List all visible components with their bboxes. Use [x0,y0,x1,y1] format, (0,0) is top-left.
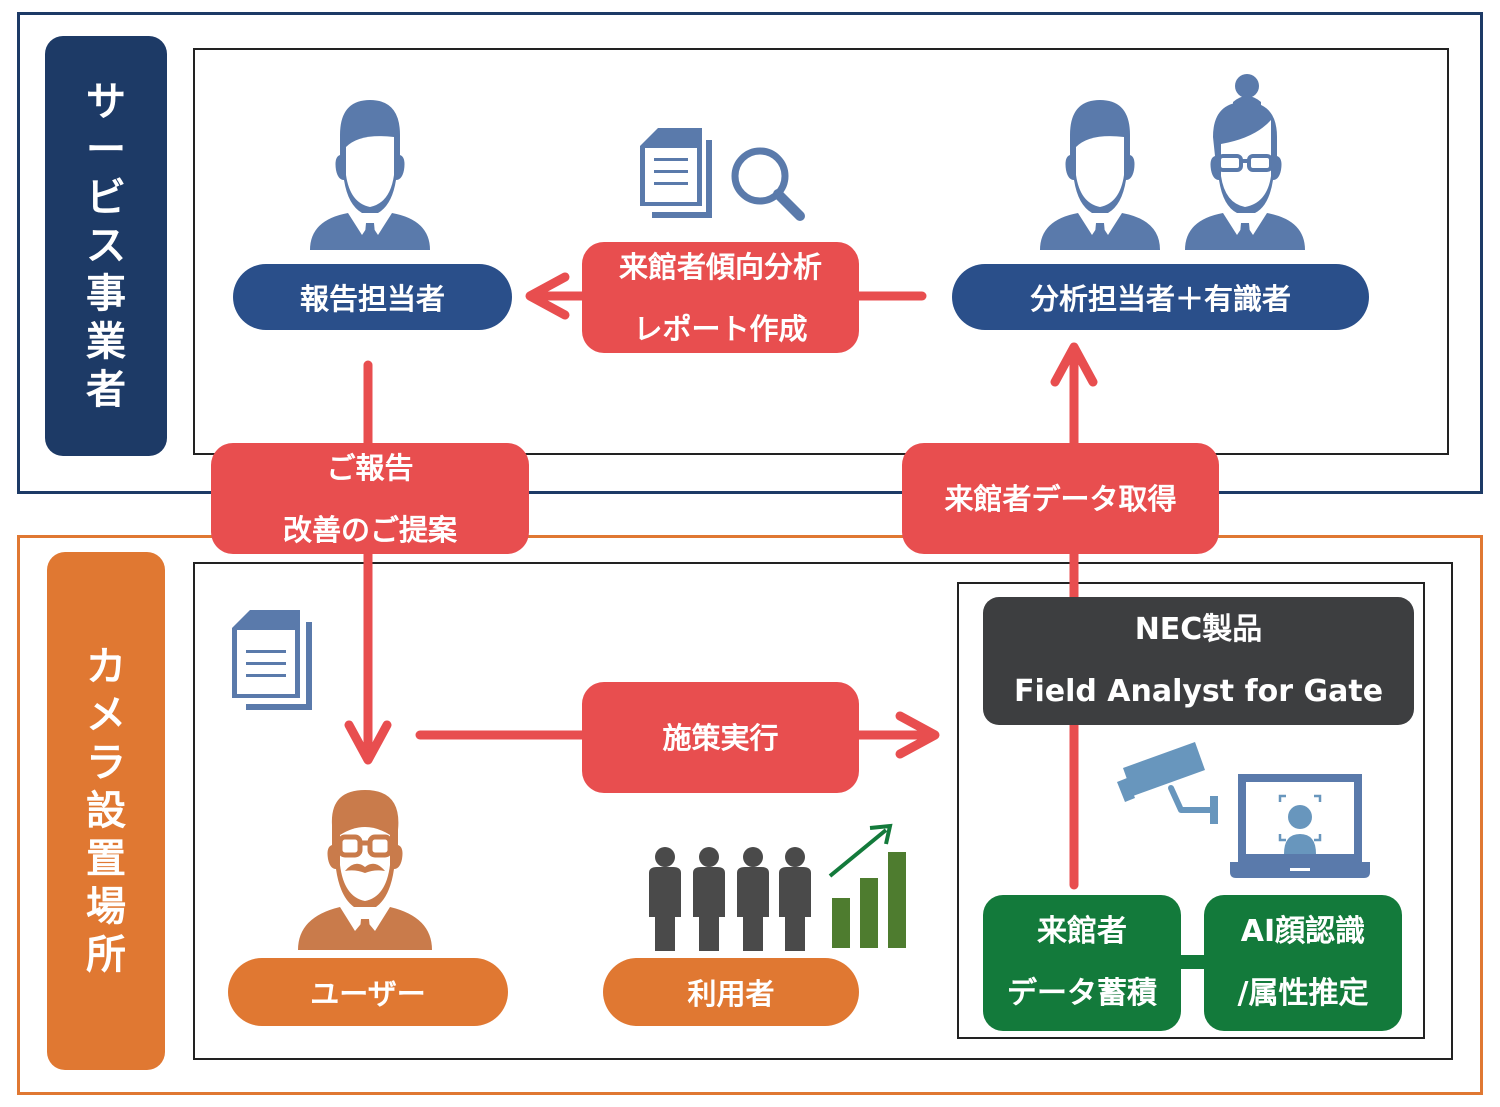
businessman-icon [310,100,430,250]
arrow-up-head [1050,342,1098,387]
service-provider-section [17,12,1483,494]
analysis-report-box: 来館者傾向分析 レポート作成 [582,242,859,353]
data-acquisition-box: 来館者データ取得 [902,443,1219,554]
ai-line: /属性推定 [1237,976,1369,1011]
magnifier-icon [731,147,805,221]
label-char: 業 [86,319,126,365]
user-label: ユーザー [310,977,426,1011]
product-name: Field Analyst for Gate [1013,674,1384,709]
product-panel [957,582,1425,1039]
visitor-data-storage-box: 来館者 データ蓄積 [983,895,1181,1031]
flow-line: ご報告 [326,450,414,485]
label-char: 設 [86,788,126,834]
analysts-label: 分析担当者＋有識者 [1029,282,1291,316]
flow-line: 改善のご提案 [282,512,457,547]
reporter-label: 報告担当者 [299,282,445,316]
businessman-icon [1040,100,1160,250]
storage-line: データ蓄積 [1007,976,1157,1011]
product-title: NEC製品 [1134,612,1263,647]
report-proposal-box: ご報告 改善のご提案 [211,443,529,554]
camera-site-section [17,535,1483,1095]
arrow-left-head [525,272,570,320]
businesswoman-glasses-icon [1185,74,1305,250]
label-char: 事 [86,271,126,317]
flow-line: レポート作成 [633,311,808,346]
arrow-right-head [895,711,940,759]
label-char: サ [86,79,126,125]
label-char: メ [86,692,126,738]
growth-bar [860,878,878,948]
camera-site-label: カ メ ラ 設 置 場 所 [47,552,165,1070]
growth-bar [832,898,850,948]
label-char: 所 [86,932,126,978]
growth-bar [888,852,906,948]
ai-line: AI顔認識 [1240,914,1366,949]
reporter-pill: 報告担当者 [233,264,512,330]
flow-line: 施策実行 [662,720,779,755]
service-provider-label: サ ー ビ ス 事 業 者 [45,36,167,456]
label-char: 場 [86,884,126,930]
people-group-icon [649,847,811,951]
service-provider-panel [193,48,1449,455]
ai-face-recognition-box: AI顔認識 /属性推定 [1204,895,1402,1031]
flow-line: 来館者傾向分析 [618,249,822,284]
label-char: 置 [86,836,126,882]
nec-product-box: NEC製品 Field Analyst for Gate [983,597,1414,725]
documents-icon [640,128,805,221]
visitors-label: 利用者 [687,977,775,1011]
document-icon [232,610,312,710]
measure-execution-box: 施策実行 [582,682,859,793]
mustache-man-icon [298,790,432,950]
label-char: ラ [86,740,126,786]
label-char: ス [86,223,126,269]
storage-line: 来館者 [1037,914,1127,949]
label-char: ー [86,127,126,173]
label-char: カ [86,644,126,690]
analysts-pill: 分析担当者＋有識者 [952,264,1369,330]
label-char: 者 [86,367,126,413]
growth-chart-icon [828,823,906,948]
flow-line: 来館者データ取得 [944,481,1177,516]
laptop-face-recognition-icon [1230,774,1370,878]
visitors-pill: 利用者 [603,958,859,1026]
label-char: ビ [86,175,126,221]
security-camera-icon [1117,742,1218,824]
user-pill: ユーザー [228,958,508,1026]
arrow-down-head [344,720,392,765]
camera-site-panel [193,562,1453,1060]
